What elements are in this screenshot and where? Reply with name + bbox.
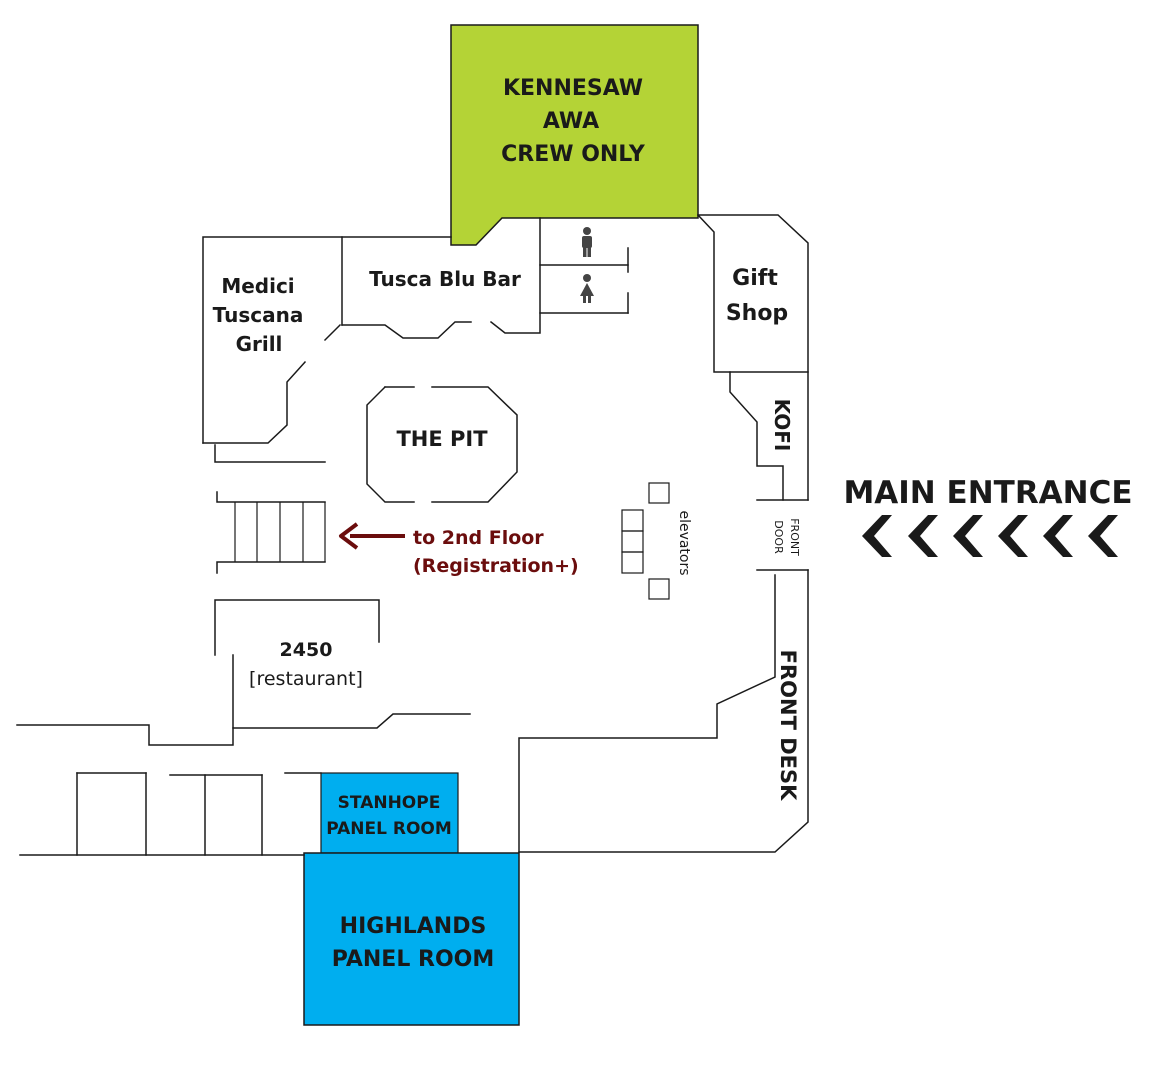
chevron-left-icon [998, 515, 1028, 557]
restaurant-2450-label: 2450 [restaurant] [249, 639, 363, 690]
svg-text:STANHOPE: STANHOPE [338, 793, 441, 813]
kofi-label: KOFI [770, 399, 794, 452]
svg-text:Gift: Gift [732, 266, 778, 291]
svg-text:DOOR: DOOR [772, 520, 785, 554]
front-desk-label: FRONT DESK [776, 650, 800, 801]
svg-text:PANEL ROOM: PANEL ROOM [332, 947, 495, 972]
highlands-room [303, 852, 520, 1026]
svg-text:FRONT: FRONT [788, 518, 801, 556]
svg-text:HIGHLANDS: HIGHLANDS [340, 914, 487, 939]
tusca-blu-bar-label: Tusca Blu Bar [369, 267, 521, 291]
stanhope-room [320, 772, 459, 854]
front-door-label: FRONT DOOR [772, 518, 801, 556]
stairs-arrow [339, 522, 405, 550]
chevron-left-icon [1088, 515, 1118, 557]
the-pit-label: THE PIT [396, 427, 488, 451]
womens-restroom-icon [580, 274, 594, 303]
medici-label: Medici Tuscana Grill [213, 274, 304, 356]
svg-text:KENNESAW: KENNESAW [503, 76, 643, 101]
highlands-label: HIGHLANDS PANEL ROOM [332, 914, 495, 972]
gift-shop-label: Gift Shop [726, 266, 788, 326]
stanhope-label: STANHOPE PANEL ROOM [326, 793, 452, 839]
main-entrance-chevrons [862, 515, 1118, 557]
chevron-left-icon [1043, 515, 1073, 557]
chevron-left-icon [908, 515, 938, 557]
svg-text:Tuscana: Tuscana [213, 303, 304, 327]
svg-text:Grill: Grill [236, 332, 283, 356]
main-entrance-label: MAIN ENTRANCE [843, 475, 1132, 511]
svg-text:PANEL ROOM: PANEL ROOM [326, 819, 452, 839]
kennesaw-room [450, 24, 699, 246]
svg-text:Medici: Medici [221, 274, 294, 298]
svg-text:(Registration+): (Registration+) [413, 555, 579, 577]
kennesaw-label: KENNESAW AWA CREW ONLY [501, 76, 646, 167]
svg-text:[restaurant]: [restaurant] [249, 668, 363, 690]
svg-text:AWA: AWA [543, 109, 599, 134]
walls [16, 213, 809, 856]
svg-text:Shop: Shop [726, 301, 788, 326]
chevron-left-icon [862, 515, 892, 557]
mens-restroom-icon [582, 227, 592, 257]
svg-text:2450: 2450 [280, 639, 333, 661]
stairs-direction-label: to 2nd Floor (Registration+) [413, 527, 579, 577]
svg-text:CREW ONLY: CREW ONLY [501, 142, 646, 167]
chevron-left-icon [953, 515, 983, 557]
elevators-label: elevators [676, 510, 692, 575]
svg-text:to 2nd Floor: to 2nd Floor [413, 527, 544, 549]
